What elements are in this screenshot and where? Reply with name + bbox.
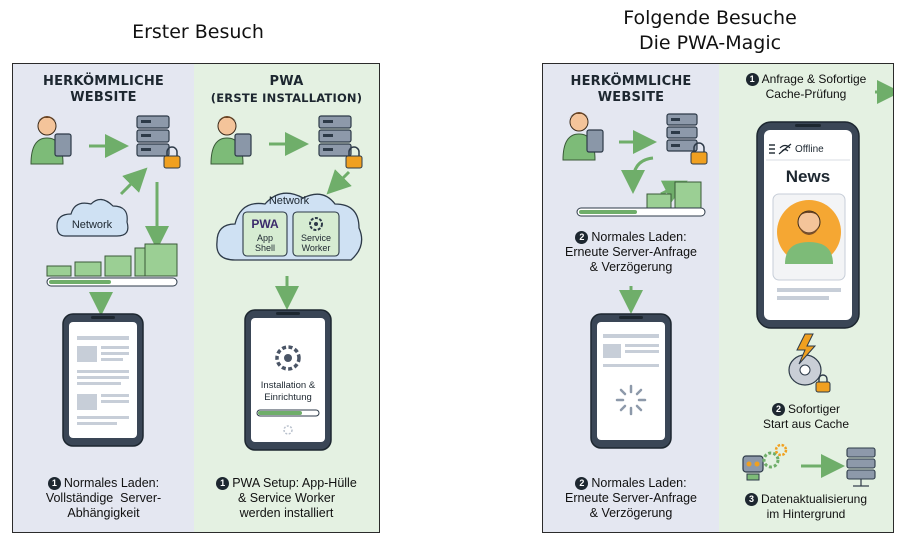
service-worker-label-2: Worker [302,243,331,253]
step-badge: 1 [745,73,759,86]
step-badge: 1 [47,477,61,490]
background-server-icon [846,447,876,487]
network-label: Network [72,219,113,231]
first-visit-illustration: Network [30,115,363,451]
loading-spinner-icon [615,384,647,416]
cache-lock-icon [815,374,831,393]
service-worker-label-1: Service [301,233,331,243]
phone-installing-icon [244,309,332,451]
app-shell-box [242,211,288,257]
loading-bars-icon-2 [646,181,702,209]
step-badge: 2 [575,477,589,490]
robot-gears-icon [742,443,788,481]
lock-icon-2 [690,142,708,165]
network-cloud-icon [56,198,129,237]
following-visits-illustration: Offline News [562,80,893,487]
pwa-server-icon [318,115,352,157]
phone-loading-page-icon [62,313,144,447]
pwa-logo: PWA [251,217,279,231]
install-gear-icon [275,345,301,371]
first-visit-panel: HERKÖMMLICHE WEBSITE PWA (ERSTE INSTALLA… [12,63,380,533]
gear-icon [309,217,323,231]
step-badge: 1 [216,477,230,490]
traditional-header-2: HERKÖMMLICHE WEBSITE [570,74,692,105]
cache-disk-icon [788,354,822,386]
progress-bar-2 [576,207,706,217]
install-label-1: Installation & [261,380,316,391]
pwa-user-with-tablet-icon [210,116,252,165]
server-icon-2 [666,113,698,152]
title-following-visits: Folgende Besuche Die PWA-Magic [590,6,830,56]
step-badge: 3 [744,493,758,506]
wifi-off-icon [778,143,792,155]
loading-bars-icon [46,243,178,277]
service-worker-box [292,211,340,257]
phone-loading-spinner-icon [590,313,672,449]
phone-news-offline-icon [756,121,860,329]
step-badge: 2 [575,231,589,244]
app-shell-label-2: Shell [255,243,275,253]
traditional-header: HERKÖMMLICHE WEBSITE [42,74,164,105]
offline-label: Offline [795,144,824,155]
user-with-tablet-icon [30,116,72,165]
progress-bar [46,277,178,287]
user-with-tablet-icon-2 [562,112,604,161]
app-shell-label-1: App [257,233,273,243]
title-following-line1: Folgende Besuche [623,7,797,29]
lightning-icon [796,333,817,365]
title-first-visit: Erster Besuch [132,21,264,43]
pwa-network-label: Network [269,195,310,207]
pwa-header: PWA (ERSTE INSTALLATION) [210,74,363,105]
pwa-lock-icon [345,146,363,169]
step-badge: 2 [771,403,785,416]
server-icon [136,115,170,157]
title-following-line2: Die PWA-Magic [638,32,782,54]
lock-icon [163,146,181,169]
menu-icon [769,144,775,154]
install-progress-fill [258,411,302,415]
install-label-2: Einrichtung [264,392,312,403]
news-label: News [786,167,830,186]
